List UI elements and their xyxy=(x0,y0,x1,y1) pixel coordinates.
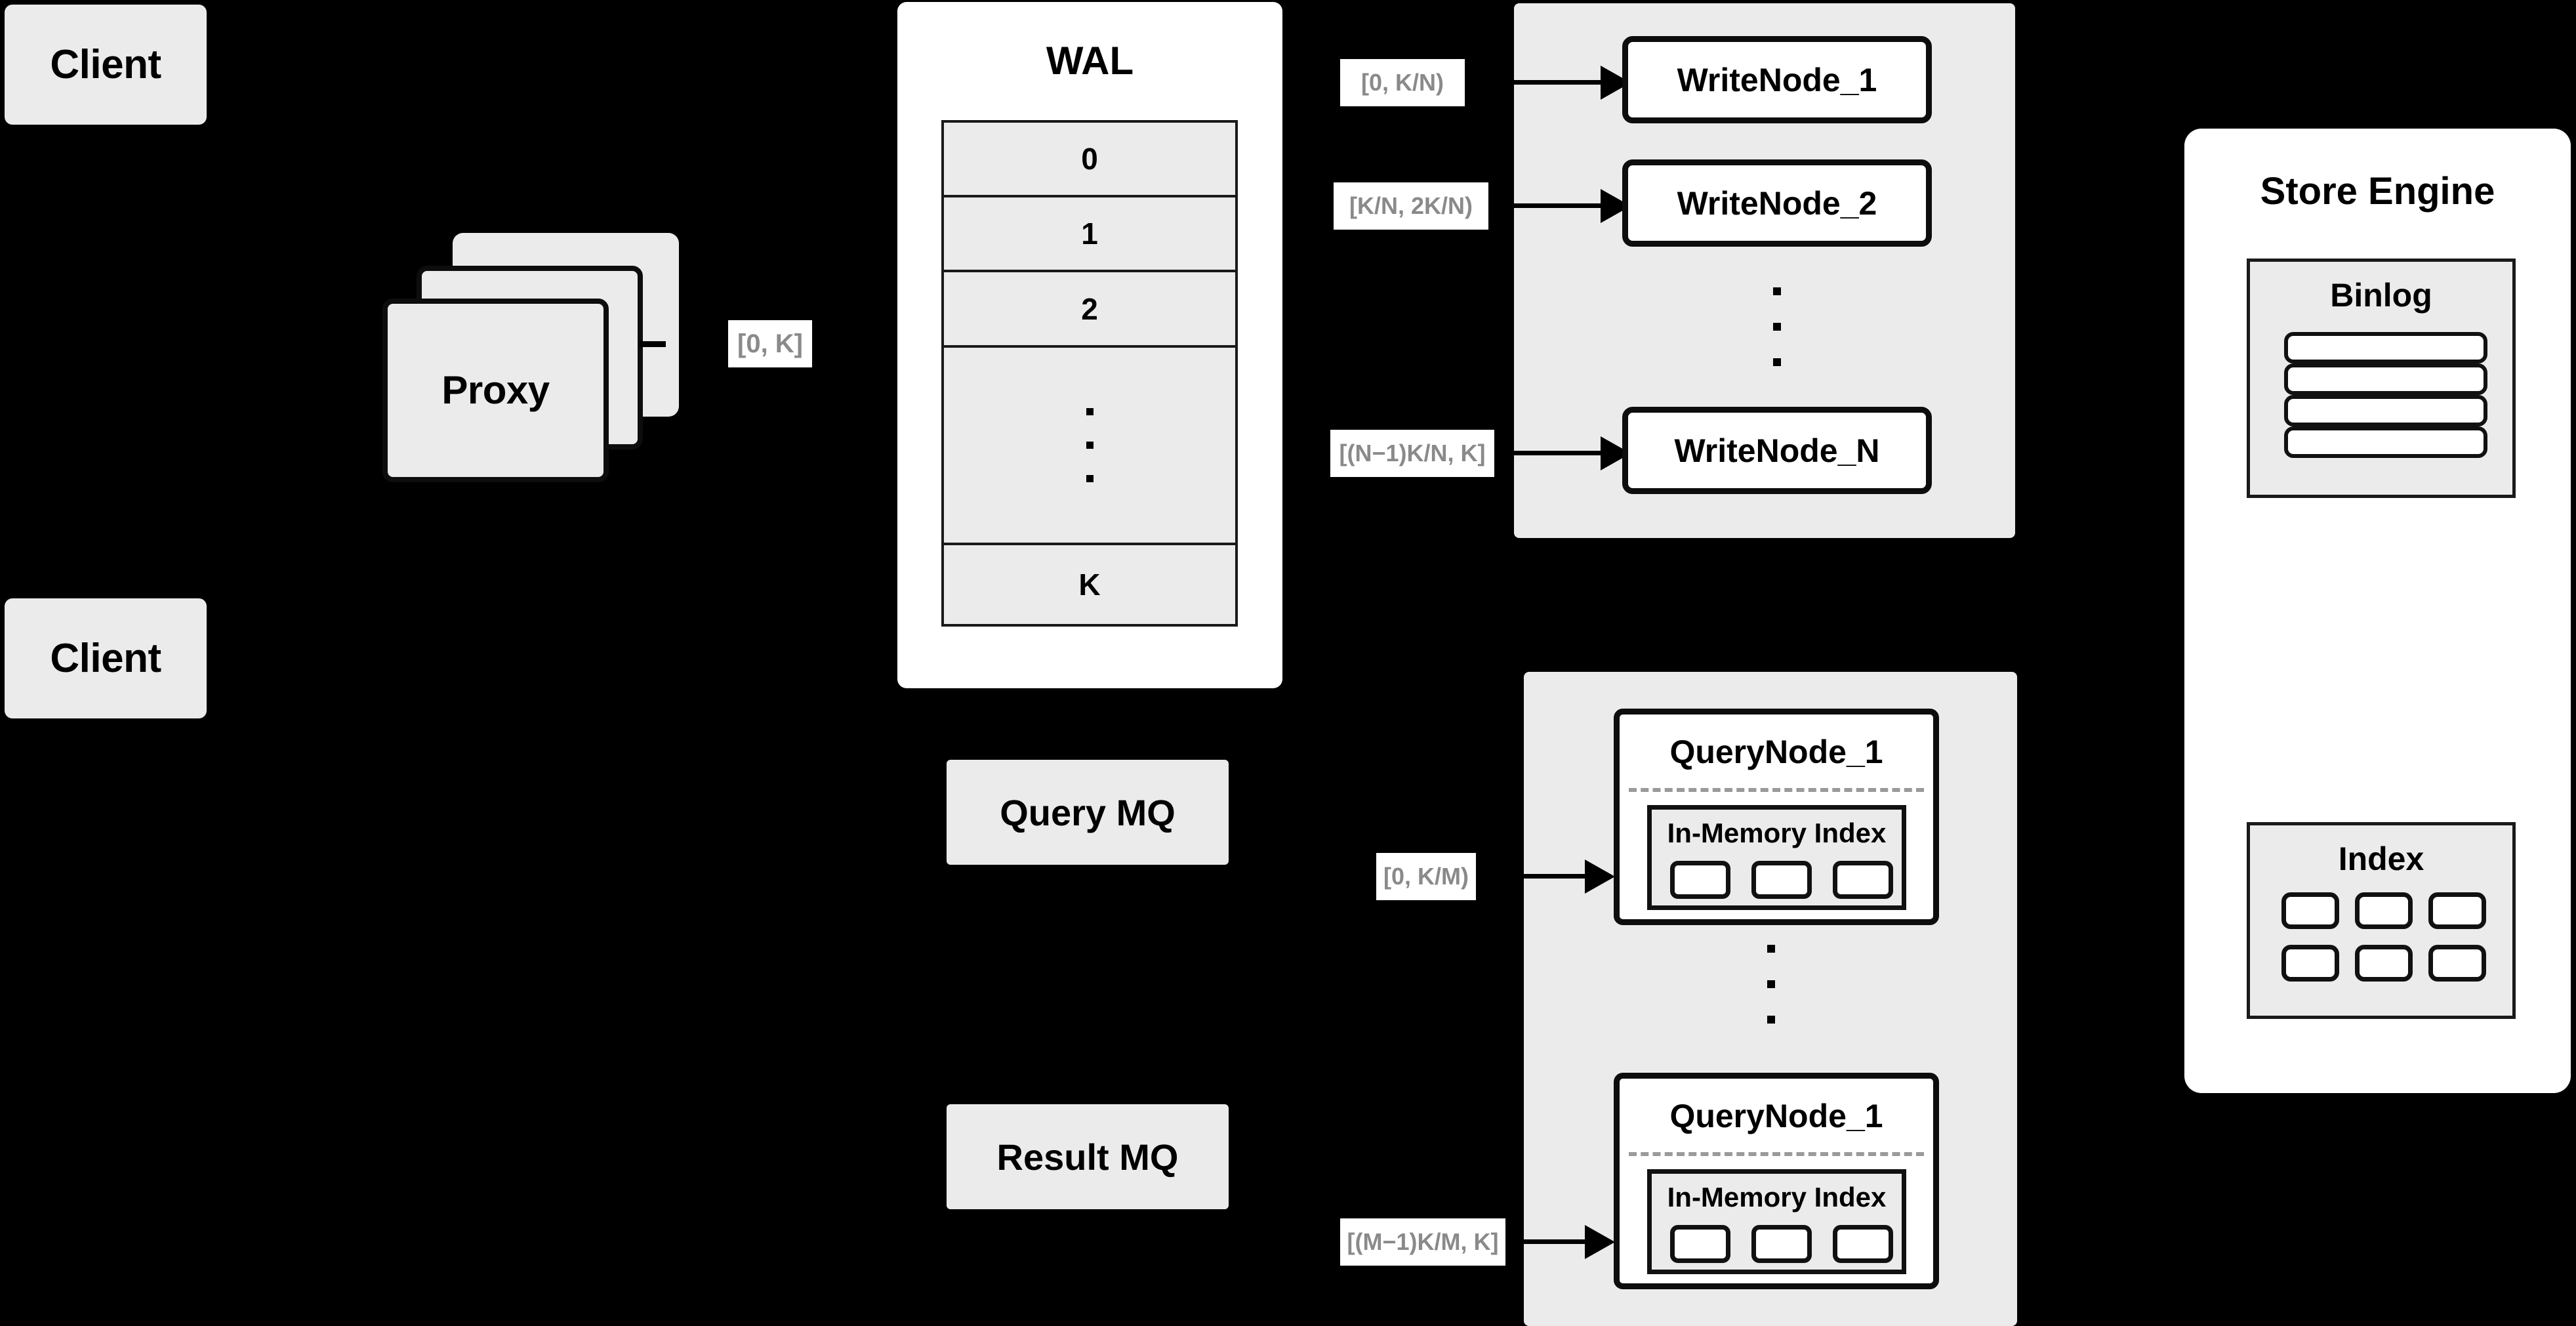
wal-row-0: 0 xyxy=(944,123,1235,198)
index-cell xyxy=(1670,861,1730,899)
ellipsis-dot xyxy=(1767,945,1775,953)
in-memory-index-m: In-Memory Index xyxy=(1647,1169,1906,1274)
store-engine-title: Store Engine xyxy=(2260,170,2495,213)
proxy-card-front[interactable]: Proxy xyxy=(382,299,609,482)
proxy-label: Proxy xyxy=(441,368,550,412)
index-panel: Index xyxy=(2247,822,2516,1019)
query-node-m-divider xyxy=(1629,1152,1924,1156)
index-cell xyxy=(1670,1225,1730,1263)
index-cell xyxy=(1751,1225,1812,1263)
binlog-row xyxy=(2284,395,2487,426)
in-memory-index-1: In-Memory Index xyxy=(1647,805,1906,910)
wal-row-ellipsis xyxy=(944,347,1235,545)
query-mq-box[interactable]: Query MQ xyxy=(947,760,1229,865)
binlog-row xyxy=(2284,332,2487,363)
wal-title: WAL xyxy=(1046,39,1134,83)
index-cell xyxy=(2355,945,2413,982)
range-tag-querynode-1: [0, K/M) xyxy=(1376,853,1476,900)
query-node-1-label: QueryNode_1 xyxy=(1669,734,1883,770)
arrow-line-writenode-1 xyxy=(1514,80,1605,85)
ellipsis-dot xyxy=(1773,323,1781,331)
query-node-1-divider xyxy=(1629,788,1924,792)
query-node-m[interactable]: QueryNode_1 In-Memory Index xyxy=(1614,1073,1939,1289)
binlog-panel: Binlog xyxy=(2247,259,2516,498)
client-box-2[interactable]: Client xyxy=(5,598,207,718)
write-node-n-label: WriteNode_N xyxy=(1674,432,1880,469)
index-cell xyxy=(2281,945,2339,982)
range-tag-writenode-n: [(N−1)K/N, K] xyxy=(1330,430,1494,477)
index-cell xyxy=(2428,892,2486,929)
index-title: Index xyxy=(2338,840,2424,877)
arrow-line-writenode-2 xyxy=(1514,203,1605,208)
client-label-2: Client xyxy=(50,635,161,681)
index-cell xyxy=(2428,945,2486,982)
range-tag-writenode-2: [K/N, 2K/N) xyxy=(1334,182,1488,230)
client-label-1: Client xyxy=(50,41,161,87)
arrow-head-querynode-m xyxy=(1585,1225,1615,1259)
binlog-row xyxy=(2284,363,2487,395)
binlog-row xyxy=(2284,426,2487,458)
ellipsis-dot xyxy=(1086,474,1094,482)
store-engine-panel: Store Engine Binlog Index xyxy=(2184,129,2571,1093)
binlog-title: Binlog xyxy=(2330,277,2432,314)
range-tag-querynode-m: [(M−1)K/M, K] xyxy=(1340,1218,1505,1266)
result-mq-box[interactable]: Result MQ xyxy=(947,1104,1229,1209)
write-node-n[interactable]: WriteNode_N xyxy=(1622,407,1932,494)
index-cell xyxy=(2281,892,2339,929)
index-cell xyxy=(1751,861,1812,899)
query-node-m-label: QueryNode_1 xyxy=(1669,1098,1883,1134)
proxy-to-wal-connector xyxy=(640,341,666,347)
in-memory-index-m-label: In-Memory Index xyxy=(1667,1182,1887,1212)
wal-panel: WAL 0 1 2 K xyxy=(897,2,1282,688)
range-tag-writenode-1: [0, K/N) xyxy=(1340,59,1465,106)
query-node-1[interactable]: QueryNode_1 In-Memory Index xyxy=(1614,709,1939,925)
write-node-2[interactable]: WriteNode_2 xyxy=(1622,159,1932,247)
arrow-line-writenode-n xyxy=(1514,451,1605,455)
index-cell xyxy=(1833,1225,1893,1263)
arrow-line-querynode-1 xyxy=(1524,874,1596,879)
query-mq-label: Query MQ xyxy=(1000,791,1176,833)
range-tag-write-full: [0, K] xyxy=(728,320,812,367)
wal-entry-table: 0 1 2 K xyxy=(941,120,1238,627)
index-cell xyxy=(2355,892,2413,929)
arrow-head-querynode-1 xyxy=(1585,860,1615,894)
write-node-1[interactable]: WriteNode_1 xyxy=(1622,36,1932,123)
write-node-2-label: WriteNode_2 xyxy=(1677,184,1877,222)
write-node-1-label: WriteNode_1 xyxy=(1677,61,1877,98)
query-node-ellipsis xyxy=(1767,945,1775,1024)
ellipsis-dot xyxy=(1773,358,1781,366)
ellipsis-dot xyxy=(1086,407,1094,415)
arrow-line-querynode-m xyxy=(1524,1239,1596,1244)
ellipsis-dot xyxy=(1767,1016,1775,1024)
result-mq-label: Result MQ xyxy=(996,1136,1179,1178)
wal-row-1: 1 xyxy=(944,197,1235,273)
ellipsis-dot xyxy=(1773,287,1781,295)
ellipsis-dot xyxy=(1086,441,1094,449)
wal-row-k: K xyxy=(944,545,1235,625)
client-box-1[interactable]: Client xyxy=(5,5,207,125)
wal-row-2: 2 xyxy=(944,272,1235,348)
write-node-ellipsis xyxy=(1773,287,1781,366)
index-cell xyxy=(1833,861,1893,899)
in-memory-index-1-label: In-Memory Index xyxy=(1667,818,1887,848)
ellipsis-dot xyxy=(1767,980,1775,988)
